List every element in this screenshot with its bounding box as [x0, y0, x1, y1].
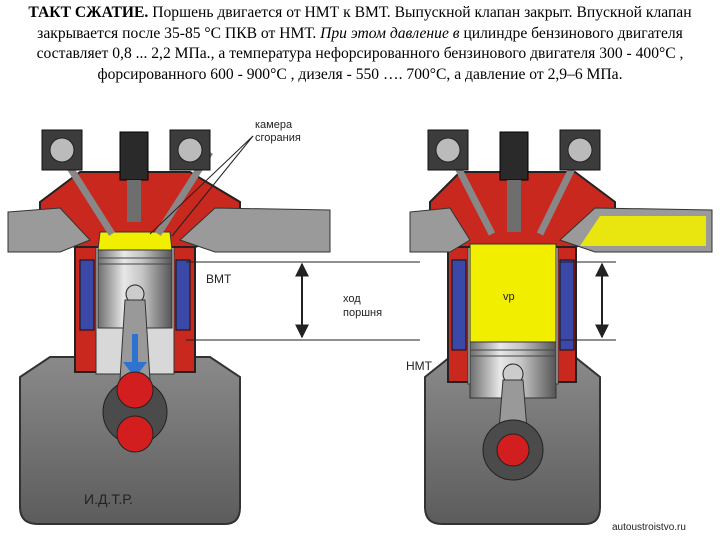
camshaft-left-b	[177, 137, 203, 163]
camshaft-right-b	[567, 137, 593, 163]
camshaft-left-a	[49, 137, 75, 163]
crank-pin-left-a	[116, 371, 154, 409]
compression-stroke-diagram: камера сгорания ВМТ ход поршня НМТ И.Д.Т…	[7, 119, 713, 533]
label-chamber-line-2: сгорания	[255, 132, 301, 144]
stroke-title: ТАКТ СЖАТИЕ.	[28, 4, 149, 21]
exhaust-port-left	[7, 207, 91, 253]
spark-plug-left	[119, 131, 149, 181]
water-jacket-left-b	[175, 259, 191, 331]
caption-text-part-1: Поршень двигается от НМТ к ВМТ. Выпускно…	[37, 4, 692, 42]
label-vr: vр	[503, 291, 515, 303]
caption-text: ТАКТ СЖАТИЕ. Поршень двигается от НМТ к …	[4, 3, 716, 85]
label-chamber-leader-1	[171, 135, 254, 237]
caption-italic: При этом давление в	[320, 24, 460, 42]
working-volume-vr	[469, 243, 557, 343]
label-chamber-line-1: камера	[255, 119, 293, 131]
caption-text-part-2: цилиндре бензинового двигателя составляе…	[36, 24, 684, 83]
water-jacket-right-b	[559, 259, 575, 351]
label-stroke-line-2: поршня	[343, 307, 382, 319]
label-stroke-line-1: ход	[343, 293, 361, 305]
label-tdc: ВМТ	[206, 272, 232, 286]
spark-plug-right	[499, 131, 529, 181]
crank-pin-left-b	[116, 415, 154, 453]
crank-pin-right	[496, 433, 530, 467]
intake-port-left	[179, 207, 331, 253]
label-bdc: НМТ	[406, 359, 433, 373]
engine-right-bdc: vр autoustroistvo.ru	[409, 129, 713, 533]
author-mark: И.Д.Т.Р.	[84, 491, 133, 507]
exhaust-port-right	[409, 207, 471, 253]
water-jacket-right-a	[451, 259, 467, 351]
label-chamber-leader-2	[149, 135, 254, 235]
watermark-text: autoustroistvo.ru	[612, 522, 686, 533]
engine-left-tdc: камера сгорания ВМТ ход поршня НМТ И.Д.Т…	[7, 119, 433, 525]
camshaft-right-a	[435, 137, 461, 163]
water-jacket-left-a	[79, 259, 95, 331]
intake-charge-right	[580, 216, 706, 246]
